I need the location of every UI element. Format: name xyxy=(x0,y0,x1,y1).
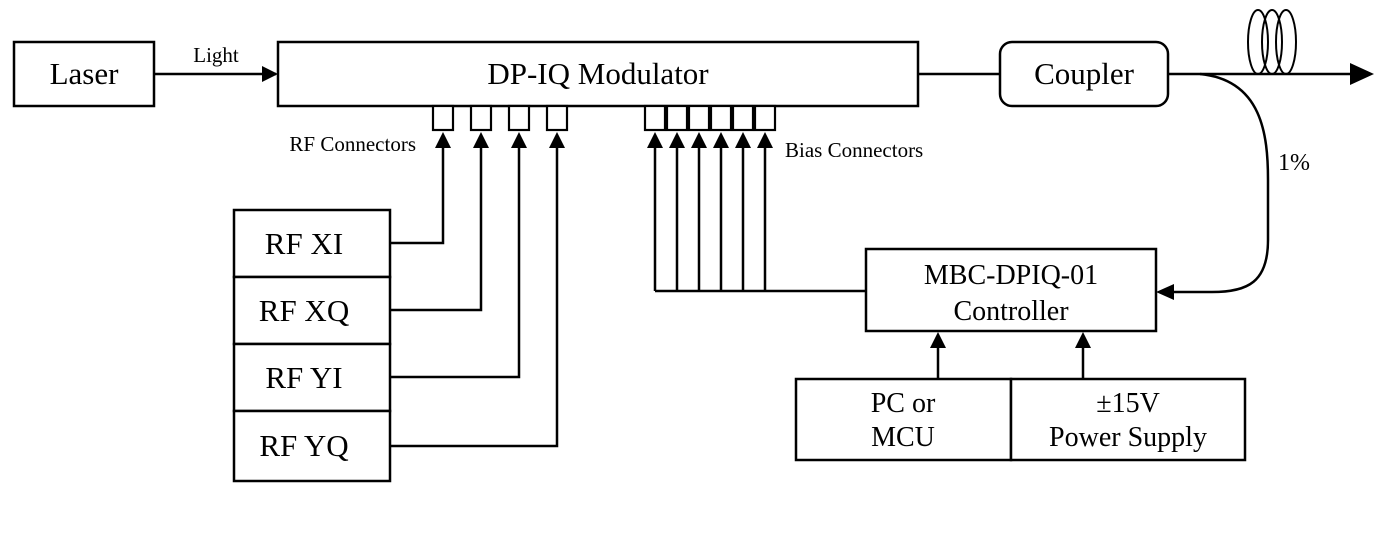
rf-source-xi-label: RF XI xyxy=(265,226,343,261)
rf-source-yq xyxy=(232,409,392,483)
power-line2: Power Supply xyxy=(1049,422,1207,453)
tap-arrow-head xyxy=(1156,284,1174,300)
rf-wires xyxy=(390,132,565,448)
power-supply-box xyxy=(1009,377,1247,462)
tap-fiber xyxy=(1170,72,1270,294)
controller-input-arrows xyxy=(930,332,1091,379)
pc-mcu-box xyxy=(794,377,1013,462)
laser-label: Laser xyxy=(50,56,120,91)
controller-line2: Controller xyxy=(953,296,1069,327)
rf-connector-1 xyxy=(431,104,455,132)
rf-source-xq-label: RF XQ xyxy=(259,293,349,328)
light-label: Light xyxy=(193,43,239,67)
power-line1: ±15V xyxy=(1096,388,1160,419)
rf-connector-3 xyxy=(507,104,531,132)
laser-box xyxy=(12,40,156,108)
tap-percent-label: 1% xyxy=(1278,150,1310,176)
modulator-label: DP-IQ Modulator xyxy=(487,56,709,91)
pc-line1: PC or xyxy=(871,388,936,419)
bias-connector-4 xyxy=(709,104,733,132)
bias-connectors-label: Bias Connectors xyxy=(785,138,923,162)
rf-source-yi-label: RF YI xyxy=(265,360,342,395)
modulator-box xyxy=(276,40,920,108)
rf-source-yq-label: RF YQ xyxy=(259,428,348,463)
coupler-label: Coupler xyxy=(1034,56,1135,91)
bias-connector-2 xyxy=(665,104,689,132)
rf-source-xq xyxy=(232,275,392,346)
rf-connectors xyxy=(431,104,569,132)
bias-connector-5 xyxy=(731,104,755,132)
bias-connector-3 xyxy=(687,104,711,132)
rf-connectors-label: RF Connectors xyxy=(289,132,416,156)
bias-connector-1 xyxy=(643,104,667,132)
fiber-coil-icon xyxy=(1247,9,1297,75)
pc-line2: MCU xyxy=(871,422,935,453)
rf-connector-2 xyxy=(469,104,493,132)
bias-wires xyxy=(647,132,866,293)
light-arrow-head xyxy=(262,66,278,82)
bias-connectors xyxy=(643,104,777,132)
rf-connector-4 xyxy=(545,104,569,132)
rf-source-stack xyxy=(232,208,392,483)
controller-line1: MBC-DPIQ-01 xyxy=(924,260,1098,291)
bias-connector-6 xyxy=(753,104,777,132)
output-arrow-head xyxy=(1350,63,1374,85)
